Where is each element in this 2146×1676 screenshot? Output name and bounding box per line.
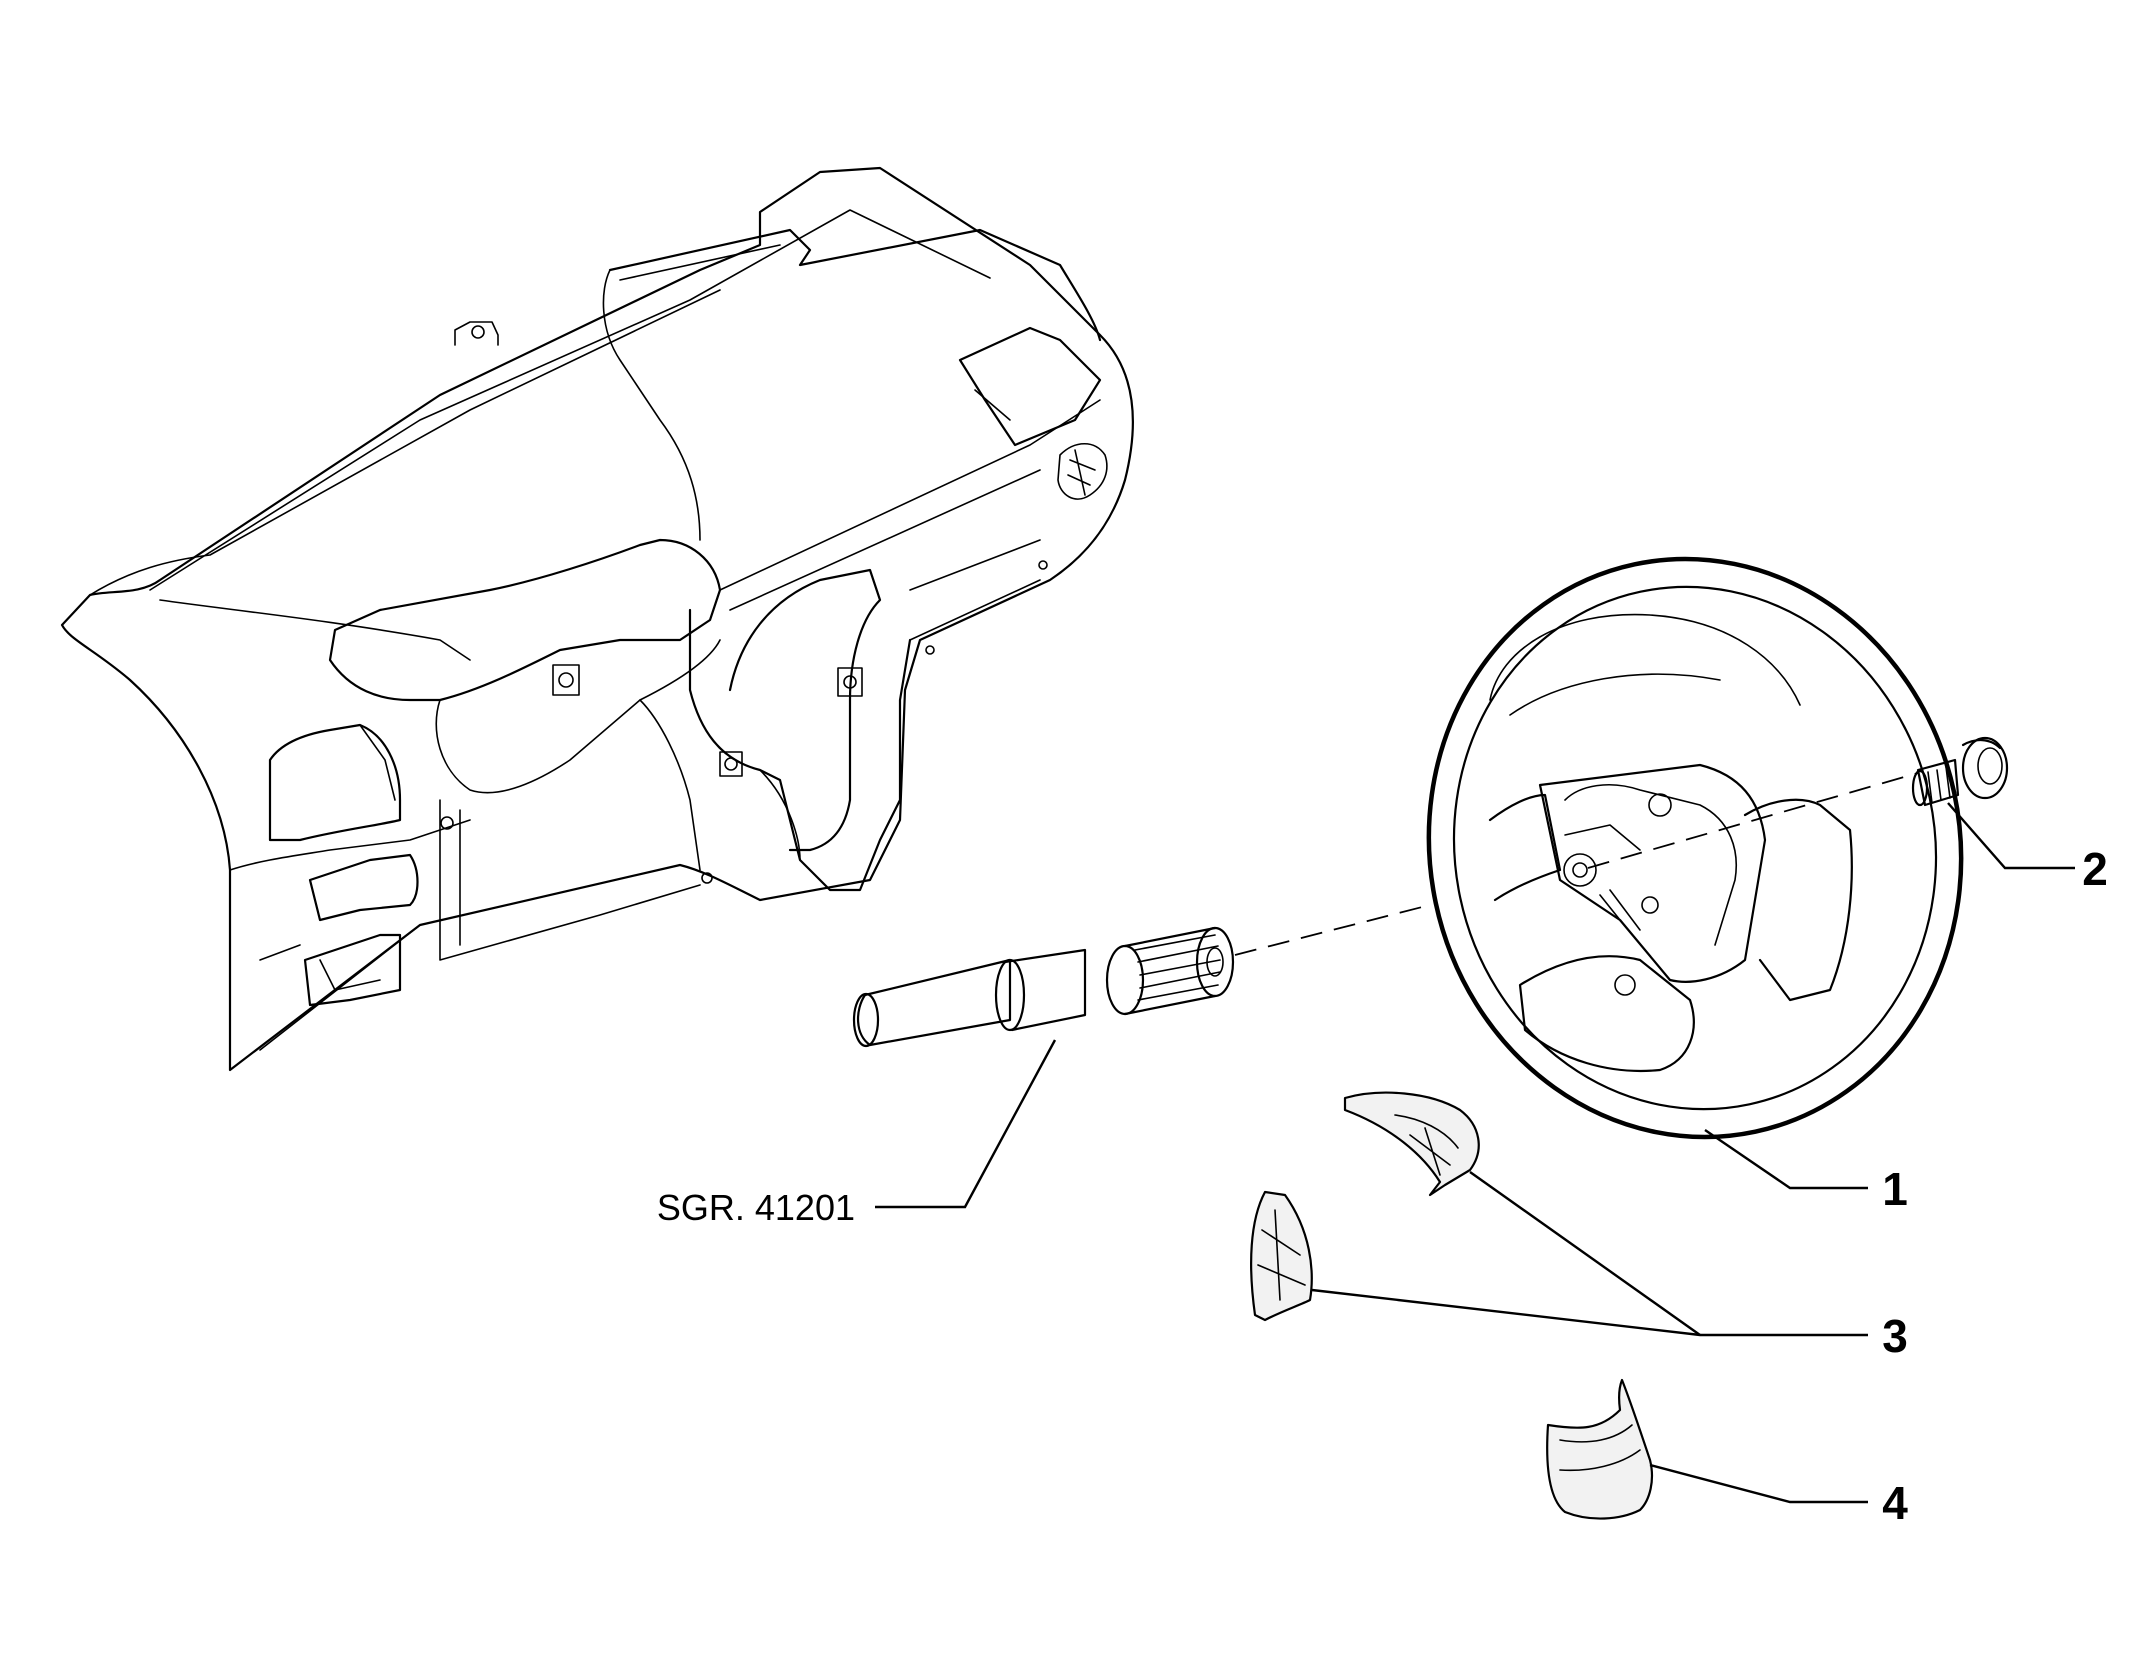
- dashboard-illustration: [60, 166, 1134, 1072]
- leader-lines: [875, 802, 2075, 1504]
- callout-2: 2: [2082, 843, 2108, 895]
- callout-3: 3: [1882, 1310, 1908, 1362]
- spoke-cover-lower-illustration: [1250, 1190, 1313, 1322]
- lower-cover-illustration: [1546, 1378, 1654, 1520]
- axis-line-screw: [1587, 772, 1919, 869]
- callout-1: 1: [1882, 1163, 1908, 1215]
- leader-line-3a: [1469, 1171, 1701, 1336]
- leader-line-1: [1704, 1129, 1868, 1190]
- leader-line-2: [1947, 802, 2075, 870]
- leader-line-4: [1649, 1463, 1868, 1504]
- steering-column-illustration: [852, 926, 1235, 1048]
- reference-label: SGR. 41201: [657, 1187, 855, 1228]
- leader-line-3b: [1311, 1288, 1868, 1337]
- axis-line-column: [1234, 904, 1431, 956]
- badge-icon: [1057, 442, 1108, 500]
- leader-line-reference: [875, 1039, 1057, 1209]
- callout-4: 4: [1882, 1477, 1908, 1529]
- spoke-cover-upper-illustration: [1343, 1091, 1480, 1197]
- screw-illustration: [1911, 736, 2009, 807]
- steering-wheel-illustration: [1426, 556, 1964, 1140]
